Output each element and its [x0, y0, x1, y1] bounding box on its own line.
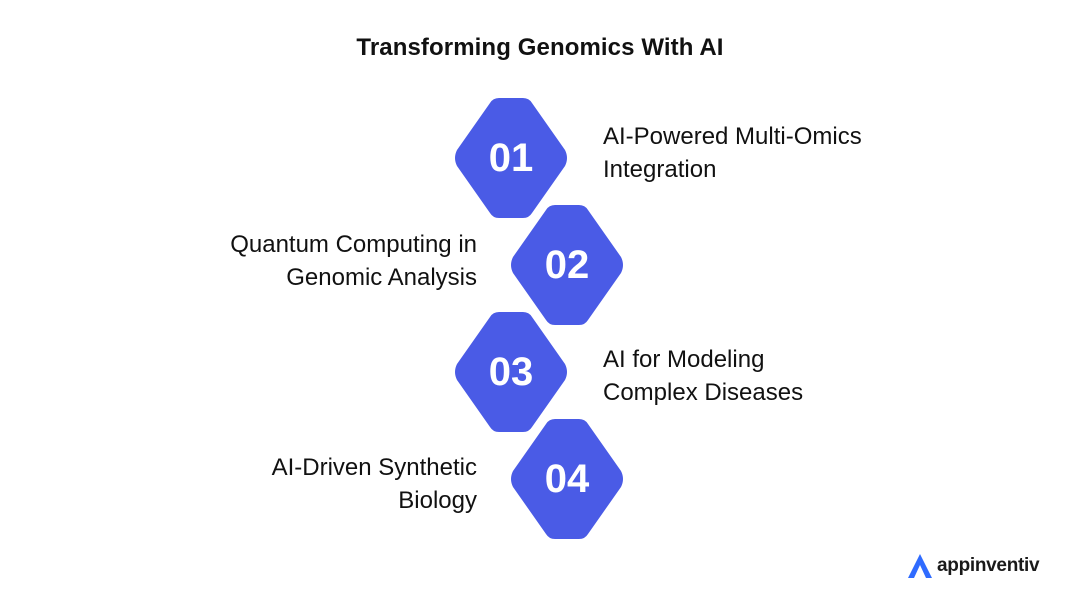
hexagon-step-01: 01	[451, 94, 571, 222]
hexagon-shape	[511, 419, 623, 539]
step-label-line: AI-Powered Multi-Omics	[603, 123, 862, 150]
step-label-line: AI-Driven Synthetic	[271, 454, 477, 481]
hexagon-step-03: 03	[451, 308, 571, 436]
step-number: 03	[488, 350, 534, 394]
brand-logo-icon	[908, 554, 932, 578]
hexagon-shape	[455, 98, 567, 218]
step-label-04: AI-Driven Synthetic Biology	[157, 451, 477, 517]
step-label-line: Integration	[603, 156, 717, 183]
step-label-03: AI for Modeling Complex Diseases	[603, 343, 923, 409]
step-label-line: Quantum Computing in	[230, 231, 477, 258]
hexagon-shape	[511, 205, 623, 325]
step-label-line: Genomic Analysis	[286, 264, 477, 291]
step-label-line: Biology	[398, 487, 477, 514]
diagram-title: Transforming Genomics With AI	[356, 34, 724, 61]
brand-logo: appinventiv	[906, 550, 1040, 582]
hexagon-step-04: 04	[507, 415, 627, 543]
hexagon-step-02: 02	[507, 201, 627, 329]
step-label-02: Quantum Computing in Genomic Analysis	[157, 228, 477, 294]
step-number: 04	[544, 457, 590, 501]
step-number: 02	[544, 243, 590, 287]
brand-name: appinventiv	[937, 555, 1040, 576]
step-label-line: AI for Modeling	[603, 346, 765, 373]
step-label-line: Complex Diseases	[603, 379, 804, 406]
step-number: 01	[488, 136, 534, 180]
hexagon-shape	[455, 312, 567, 432]
step-label-01: AI-Powered Multi-Omics Integration	[603, 120, 923, 186]
